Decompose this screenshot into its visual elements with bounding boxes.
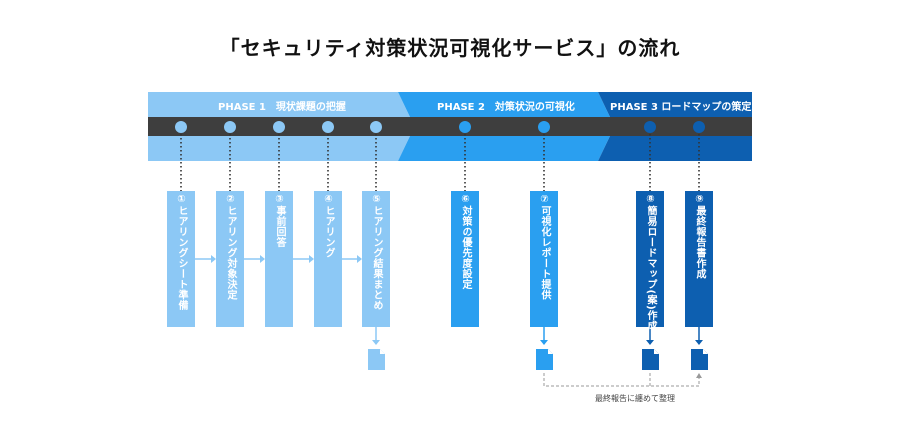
step-box-7 [530, 191, 558, 327]
step-box-4 [314, 191, 342, 327]
step-label-3: ③事前回答 [274, 194, 285, 248]
timeline-dot [224, 121, 236, 133]
step-label-2: ②ヒアリング対象決定 [225, 194, 236, 300]
phase2-band-top [398, 92, 610, 117]
step-label-8: ⑧簡易ロードマップ(案)作成 [645, 194, 656, 332]
phase1-band-top [148, 92, 410, 117]
step-box-8 [636, 191, 664, 327]
timeline-dot [459, 121, 471, 133]
timeline-dot [175, 121, 187, 133]
timeline-band [148, 117, 752, 136]
phase1-band-bottom [148, 136, 410, 161]
phase1-label: PHASE 1 現状課題の把握 [218, 102, 346, 113]
step-label-1: ①ヒアリングシート準備 [176, 194, 187, 311]
phase3-label: PHASE 3 ロードマップの策定 [610, 102, 752, 113]
document-icon [642, 349, 659, 370]
consolidation-note: 最終報告に纏めて整理 [595, 394, 675, 403]
timeline-dot [538, 121, 550, 133]
timeline-dot [273, 121, 285, 133]
step-box-2 [216, 191, 244, 327]
phase3-band-top [598, 92, 752, 117]
timeline-dot [644, 121, 656, 133]
step-label-9: ⑨最終報告書作成 [694, 194, 705, 279]
step-label-5: ⑤ヒアリング結果まとめ [371, 194, 382, 311]
page-title: 「セキュリティ対策状況可視化サービス」の流れ [219, 36, 681, 60]
consolidation-arrowhead [696, 373, 702, 378]
step-box-9 [685, 191, 713, 327]
timeline-dot [322, 121, 334, 133]
step-label-7: ⑦可視化レポート提供 [539, 194, 550, 300]
step-box-6 [451, 191, 479, 327]
phase3-band-bottom [598, 136, 752, 161]
timeline-dot [370, 121, 382, 133]
phase2-label: PHASE 2 対策状況の可視化 [437, 102, 575, 113]
step-label-6: ⑥対策の優先度設定 [460, 194, 471, 290]
timeline-dot [693, 121, 705, 133]
phase2-band-bottom [398, 136, 610, 161]
document-icon [536, 349, 553, 370]
step-box-1 [167, 191, 195, 327]
step-box-3 [265, 191, 293, 327]
document-icon [368, 349, 385, 370]
document-icon [691, 349, 708, 370]
step-box-5 [362, 191, 390, 327]
step-label-4: ④ヒアリング [323, 194, 334, 258]
